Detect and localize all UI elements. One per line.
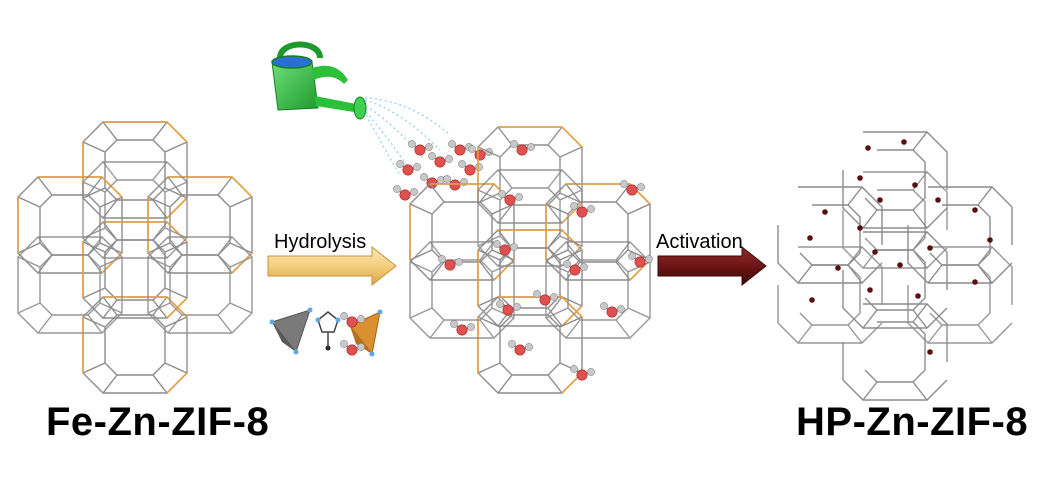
hydrolysis-arrow bbox=[267, 245, 397, 287]
watering-can-icon bbox=[271, 41, 367, 120]
hp-zn-zif8-label: HP-Zn-ZIF-8 bbox=[796, 400, 1029, 444]
activation-arrow bbox=[657, 245, 767, 287]
hydrolyzed-framework bbox=[410, 127, 654, 393]
hydrolysis-label: Hydrolysis bbox=[274, 231, 367, 253]
fe-zn-zif8-label: Fe-Zn-ZIF-8 bbox=[46, 400, 270, 444]
tetrahedra-imidazole-icon bbox=[269, 307, 383, 357]
activation-label: Activation bbox=[656, 231, 743, 253]
fe-zn-zif8-framework bbox=[18, 122, 252, 393]
hp-zn-zif8-framework bbox=[777, 131, 1013, 401]
